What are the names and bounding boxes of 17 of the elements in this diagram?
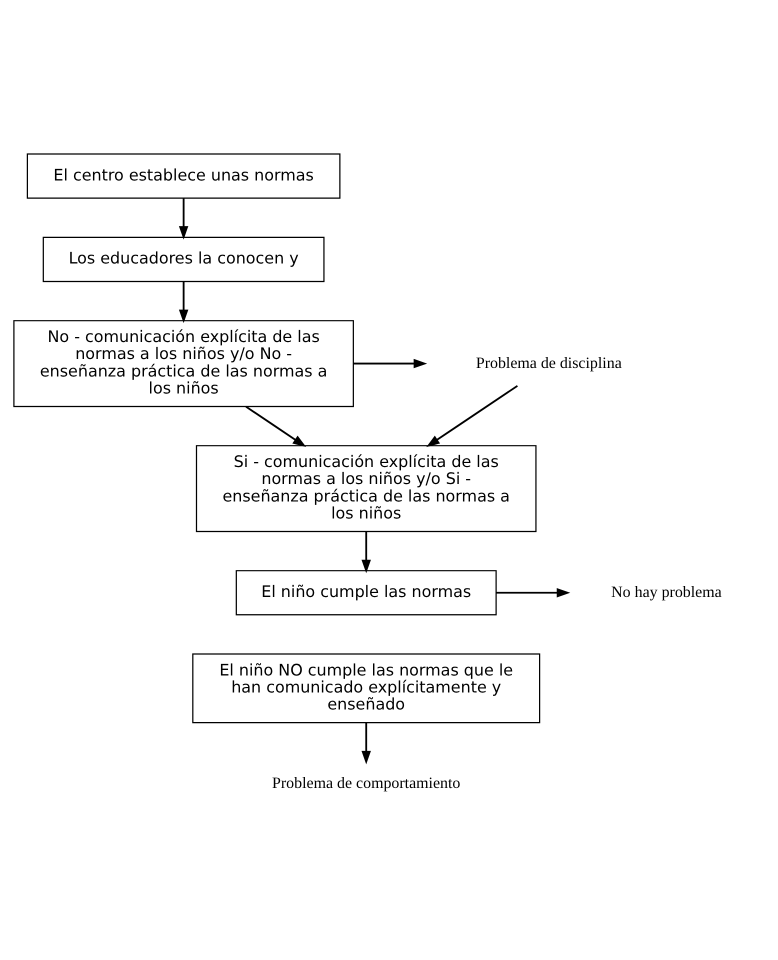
node-text: No hay problema [610, 584, 722, 601]
node-box: El centro establece unas normas [26, 153, 340, 199]
arrow [360, 722, 370, 764]
arrow [178, 282, 188, 324]
node-box: Si - comunicación explícita de las normas a los niños y/o Si - enseñanza práctica de las normas a los niños [195, 445, 536, 532]
node-box: Los educadores la conocen y [42, 236, 324, 282]
node-text: Problema de disciplina [475, 354, 622, 372]
node-text: Problema de comportamiento [272, 775, 460, 792]
arrow [360, 532, 370, 574]
arrow [352, 358, 427, 368]
node-box: No - comunicación explícita de las normas a los niños y/o No - enseñanza práctica de las normas a los niños [12, 320, 354, 408]
arrow [496, 588, 570, 598]
arrow [178, 198, 188, 240]
arrow [244, 406, 306, 448]
node-box: El niño cumple las normas [235, 570, 496, 616]
node-box: El niño NO cumple las normas que le han comunicado explícitamente y enseñado [192, 653, 540, 724]
arrow [426, 385, 518, 448]
